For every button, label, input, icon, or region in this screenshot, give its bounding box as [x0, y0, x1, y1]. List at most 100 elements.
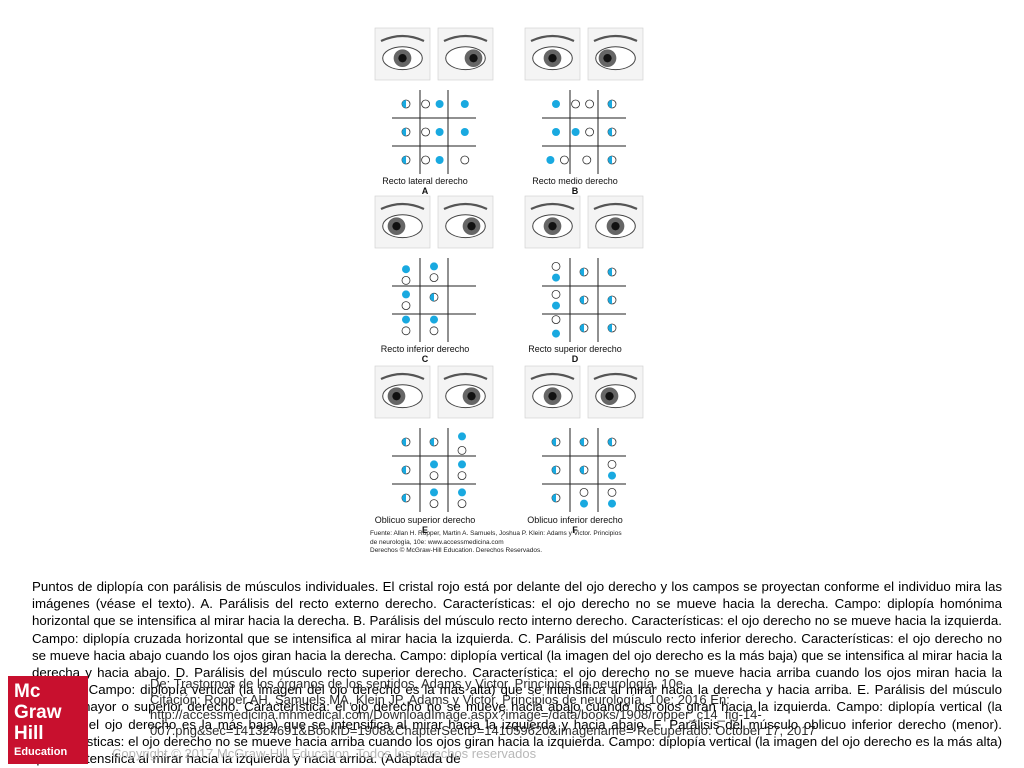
pupil: [611, 222, 620, 231]
diplopia-figure-svg: [374, 27, 644, 512]
eyebrow: [380, 34, 425, 42]
filled-point: [458, 460, 466, 469]
open-point: [551, 289, 561, 299]
half-point: [401, 437, 411, 447]
filled-point: [402, 315, 410, 324]
filled-point: [571, 128, 580, 136]
panel-letter-d: D: [571, 354, 579, 364]
field-grid-f: [542, 428, 626, 512]
url-line-2[interactable]: 007.png&sec=141324691&BookID=1908&Chapte…: [150, 722, 816, 738]
half-point: [607, 127, 617, 137]
eye-icon: [374, 365, 431, 419]
half-point: [579, 267, 589, 277]
filled-point: [580, 499, 588, 508]
panel-d: [524, 195, 644, 342]
panel-a: [374, 27, 494, 174]
eye-icon: [374, 195, 431, 249]
half-point: [401, 155, 411, 165]
eyebrow: [530, 202, 575, 210]
eyebrow: [593, 202, 638, 210]
eyebrow: [380, 372, 425, 380]
open-point: [585, 99, 595, 109]
pupil: [469, 54, 478, 63]
filled-point: [546, 156, 555, 164]
logo-line-3: Hill: [14, 723, 44, 744]
logo-line-1: Mc: [14, 681, 41, 702]
open-point: [582, 155, 592, 165]
eyebrow: [593, 372, 638, 380]
source-line: De: Trastornos de los órganos de los sen…: [150, 676, 684, 691]
open-point: [429, 273, 439, 283]
open-point: [401, 301, 411, 311]
eyebrow: [380, 202, 425, 210]
filled-point: [552, 329, 560, 338]
half-point: [429, 292, 439, 302]
panel-label-c: Recto inferior derecho: [380, 344, 470, 354]
open-point: [585, 127, 595, 137]
copyright-notice: Copyright © 2017 McGraw-Hill Education. …: [112, 746, 537, 761]
filled-point: [460, 128, 469, 136]
open-point: [457, 499, 467, 509]
half-point: [607, 295, 617, 305]
half-point: [607, 323, 617, 333]
panel-letter-b: B: [571, 186, 579, 196]
url-line-1[interactable]: http://accessmedicina.mhmedical.com/Down…: [150, 707, 762, 722]
panel-letter-e: E: [421, 525, 428, 535]
panel-c: [374, 195, 494, 342]
half-point: [607, 155, 617, 165]
filled-point: [552, 100, 560, 108]
panel-e: [374, 365, 494, 512]
filled-point: [608, 471, 616, 480]
filled-point: [435, 156, 444, 164]
open-point: [551, 315, 561, 325]
panel-label-a: Recto lateral derecho: [382, 176, 468, 186]
filled-point: [435, 128, 444, 136]
open-point: [421, 127, 430, 137]
panel-label-f: Oblicuo inferior derecho: [527, 515, 623, 525]
logo-line-4: Education: [14, 746, 68, 758]
half-point: [401, 127, 411, 137]
half-point: [429, 437, 439, 447]
panel-b: [524, 27, 644, 174]
filled-point: [430, 315, 438, 324]
pupil: [603, 54, 612, 63]
eye-icon: [524, 27, 581, 81]
half-point: [551, 493, 561, 503]
eyebrow: [443, 372, 488, 380]
filled-point: [402, 290, 410, 299]
open-point: [457, 471, 467, 481]
filled-point: [458, 432, 466, 441]
credit-line-3: Derechos © McGraw-Hill Education. Derech…: [370, 547, 543, 554]
open-point: [429, 471, 439, 481]
eye-icon: [587, 27, 644, 81]
pupil: [398, 54, 407, 63]
mcgraw-hill-logo: Mc Graw Hill Education: [8, 676, 88, 764]
panel-label-b: Recto medio derecho: [532, 176, 618, 186]
open-point: [579, 487, 589, 497]
panel-caption-a: Recto lateral derecho A: [355, 176, 495, 196]
filled-point: [458, 488, 466, 497]
pupil: [548, 222, 557, 231]
eye-icon: [587, 365, 644, 419]
eye-icon: [587, 195, 644, 249]
open-point: [551, 261, 561, 271]
citation-line: Citación: Ropper AH, Samuels MA, Klein J…: [150, 691, 730, 707]
half-point: [607, 99, 617, 109]
open-point: [607, 459, 617, 469]
filled-point: [460, 100, 469, 108]
half-point: [551, 465, 561, 475]
eyebrow: [443, 202, 488, 210]
pupil: [392, 222, 401, 231]
open-point: [429, 326, 439, 336]
panel-letter-c: C: [421, 354, 429, 364]
panel-label-e: Oblicuo superior derecho: [374, 515, 476, 525]
half-point: [579, 465, 589, 475]
field-grid-c: [392, 258, 476, 342]
eye-icon: [524, 195, 581, 249]
pupil: [605, 392, 614, 401]
half-point: [401, 493, 411, 503]
panel-caption-e: Oblicuo superior derecho E: [355, 515, 495, 535]
panel-letter-a: A: [421, 186, 429, 196]
half-point: [607, 267, 617, 277]
open-point: [460, 155, 470, 165]
